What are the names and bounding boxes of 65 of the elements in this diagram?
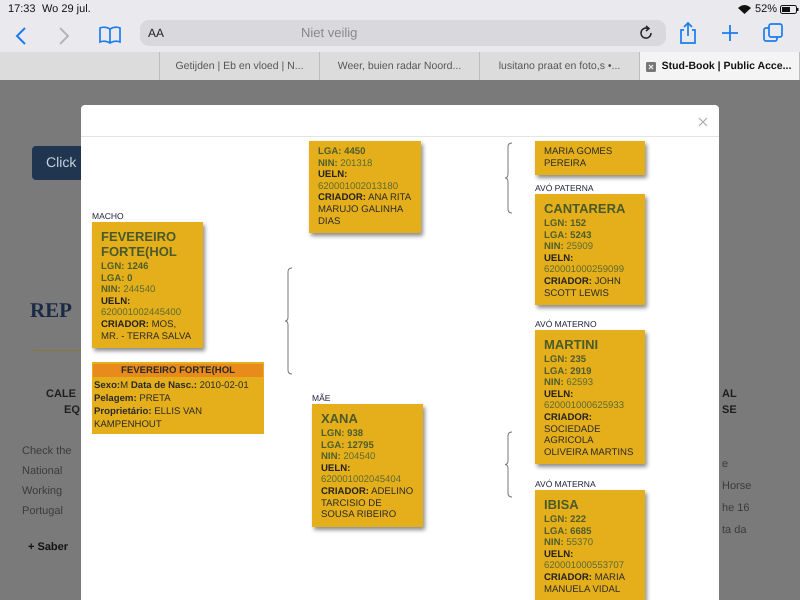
- registry-number: LGA: 5243: [544, 230, 592, 242]
- ueln-number: UELN: 620001002445400: [101, 296, 182, 319]
- ueln-number: UELN: 620001002013180: [318, 169, 400, 192]
- registry-number: NIN: 201318: [318, 158, 374, 170]
- registry-number: NIN: 25909: [544, 241, 594, 253]
- status-date: Wo 29 jul.: [42, 3, 91, 15]
- registry-number: LGN: 235: [544, 354, 588, 366]
- status-time: 17:33: [8, 3, 36, 15]
- registry-number: LGA: 6685: [544, 526, 592, 538]
- registry-number: LGA: 0: [101, 272, 134, 284]
- reader-text-size: AA: [148, 26, 164, 40]
- relation-label: AVÓ PATERNA: [535, 183, 595, 194]
- horse-name: MARTINI: [544, 337, 600, 352]
- body-text: Working: [22, 485, 62, 497]
- registry-number: NIN: 55370: [544, 537, 594, 549]
- breeder-line: CRIADOR: ADELINO TARCISIO DE SOUSA RIBEIRO: [321, 486, 414, 521]
- registry-number: NIN: 62593: [544, 377, 594, 389]
- breeder-line: CRIADOR: MARIA MANUELA VIDAL: [544, 572, 626, 596]
- body-text: Check the: [22, 445, 72, 457]
- breeder-line: MARIA GOMES PEREIRA: [544, 146, 614, 170]
- breeder-line: CRIADOR: MOS, MR. - TERRA SALVA: [101, 318, 192, 342]
- registry-number: LGN: 938: [321, 428, 364, 440]
- column-heading: SE: [722, 404, 737, 416]
- body-text: Portugal: [22, 505, 63, 517]
- card-header: FEVEREIRO FORTE(HOL: [93, 364, 263, 377]
- body-text: he 16: [722, 502, 750, 514]
- ueln-number: UELN: 620001000259099: [544, 252, 626, 276]
- registry-number: LGN: 152: [544, 218, 588, 230]
- registry-number: LGA: 4450: [318, 146, 366, 158]
- detail-line: Proprietário: ELLIS VAN KAMPENHOUT: [93, 405, 204, 431]
- relation-label: MACHO: [92, 211, 125, 222]
- column-heading: EQ: [64, 404, 80, 416]
- ueln-number: UELN: 620001002045404: [321, 462, 402, 486]
- horse-name: FEVEREIRO FORTE(HOL: [101, 229, 178, 259]
- relation-label: AVÓ MATERNA: [535, 479, 597, 490]
- registry-number: LGN: 222: [544, 514, 588, 526]
- body-text: e: [722, 458, 728, 470]
- registry-number: NIN: 244540: [101, 284, 156, 296]
- registry-number: LGN: 1246: [101, 261, 150, 273]
- body-text: Horse: [722, 480, 752, 492]
- browser-tab: Stud-Book | Public Acce...: [640, 52, 800, 80]
- breeder-line: CRIADOR: JOHN SCOTT LEWIS: [544, 276, 622, 300]
- battery-percentage: 52%: [755, 3, 778, 15]
- horse-name: CANTARERA: [544, 201, 626, 216]
- breeder-line: CRIADOR: ANA RITA MARUJO GALINHA DIAS: [318, 192, 412, 228]
- ueln-number: UELN: 620001000625933: [544, 388, 626, 412]
- registry-number: LGA: 12795: [321, 440, 375, 452]
- column-heading: CALE: [46, 388, 76, 400]
- read-more-link: + Saber: [28, 541, 68, 553]
- horse-name: IBISA: [544, 497, 580, 512]
- relation-label: AVÓ MATERNO: [535, 319, 598, 330]
- registry-number: NIN: 204540: [321, 451, 376, 463]
- relation-label: MÃE: [312, 393, 332, 404]
- breeder-line: CRIADOR: SOCIEDADE AGRICOLA OLIVEIRA MARTINS: [544, 412, 634, 458]
- body-text: National: [22, 465, 62, 477]
- detail-line: Pelagem: PRETA: [93, 392, 172, 405]
- column-heading: AL: [722, 388, 737, 400]
- security-notice: Niet veilig: [301, 25, 358, 40]
- horse-name: XANA: [321, 411, 359, 426]
- button-label: Click: [46, 154, 76, 170]
- registry-number: LGA: 2919: [544, 366, 592, 378]
- body-text: ta da: [722, 524, 746, 536]
- section-heading: REP: [30, 298, 72, 323]
- ueln-number: UELN: 620001000553707: [544, 548, 626, 572]
- detail-line: Sexo:M Data de Nasc.: 2010-02-01: [93, 379, 250, 392]
